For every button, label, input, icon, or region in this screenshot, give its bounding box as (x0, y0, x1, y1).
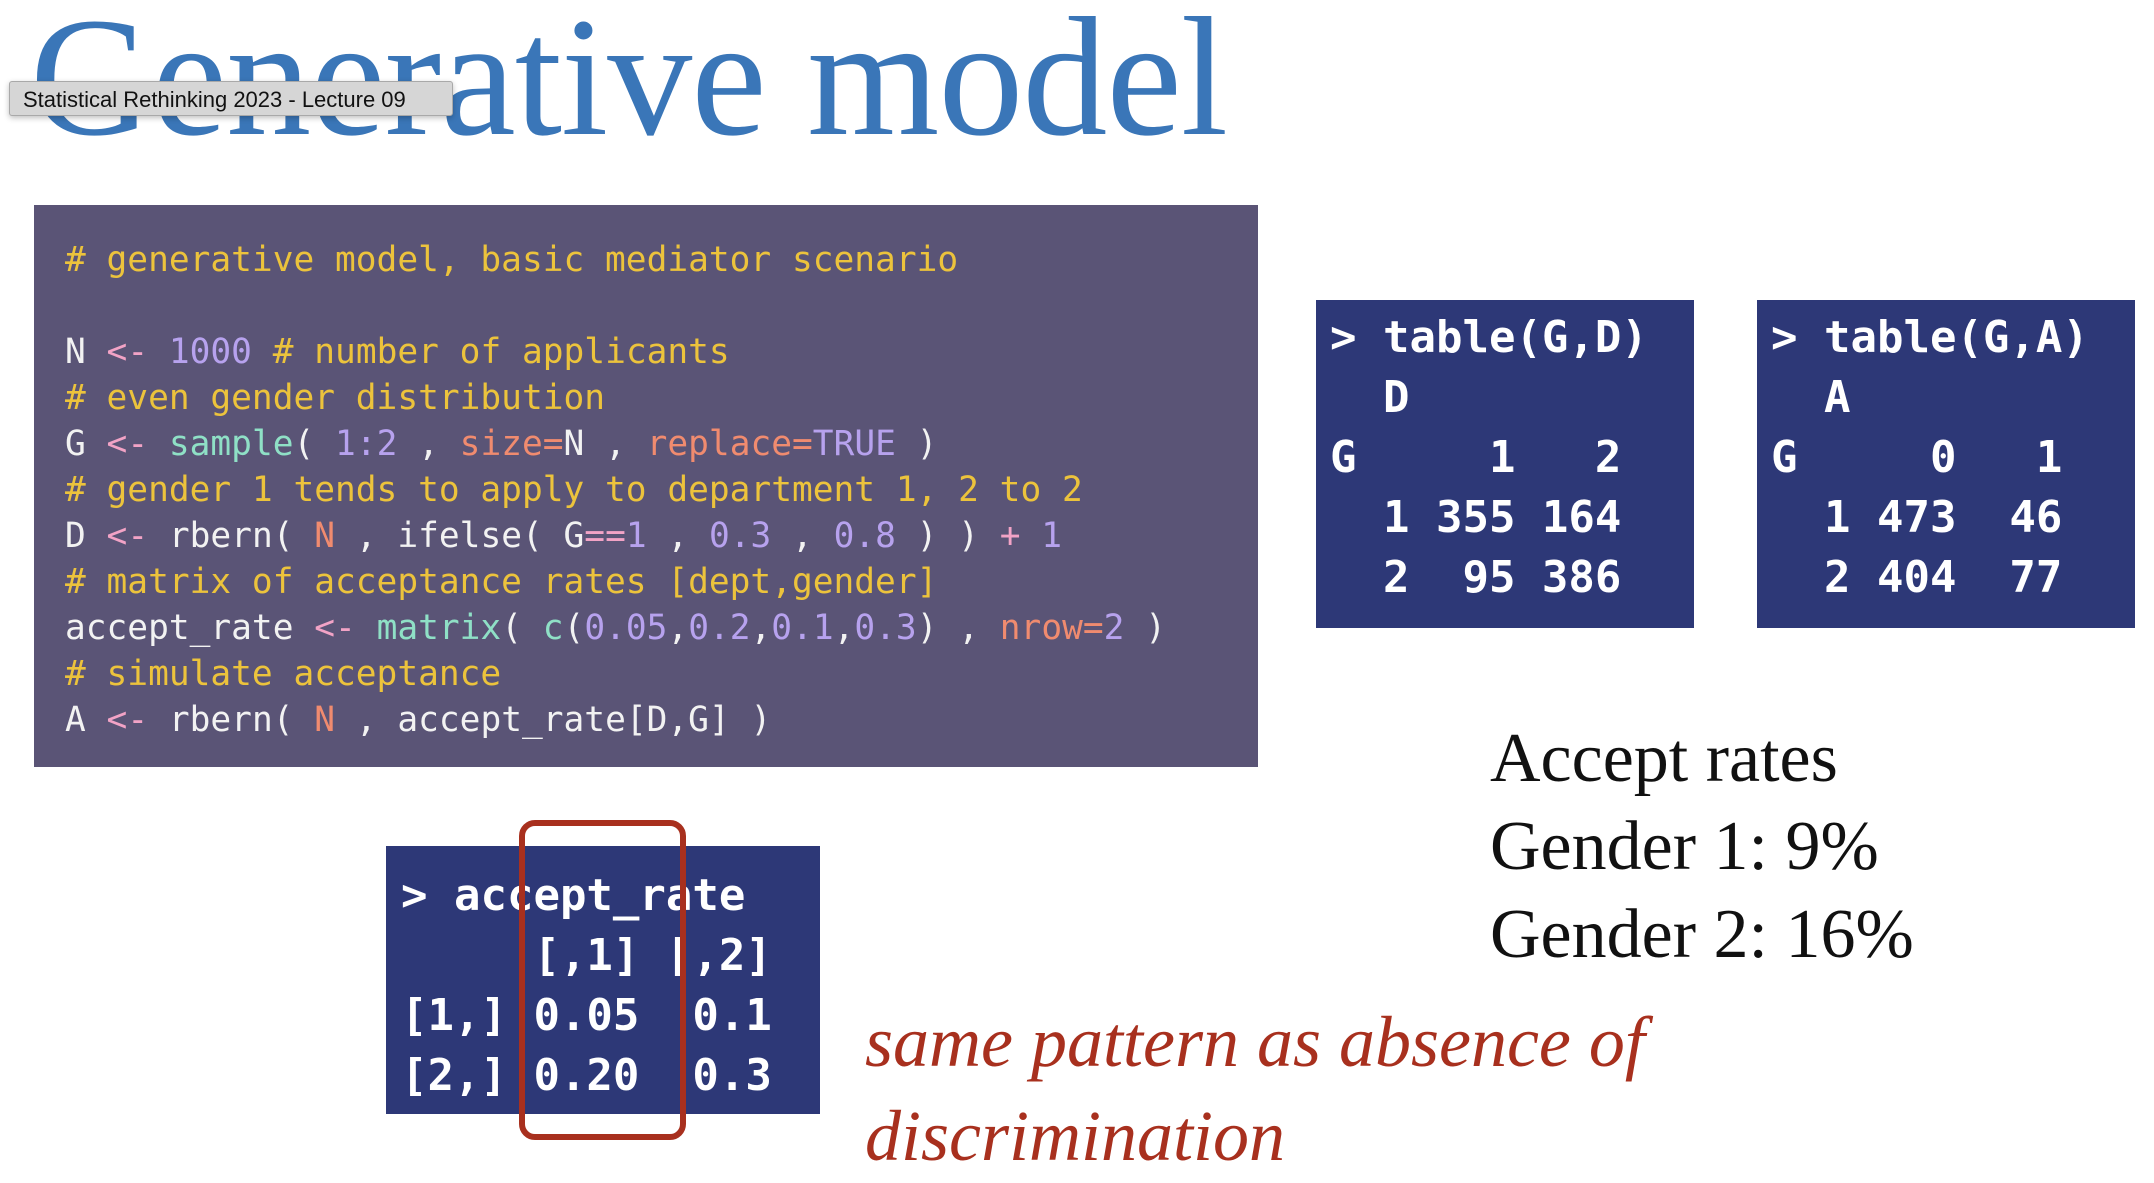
code-line-7: D <- rbern( N , ifelse( G==1 , 0.3 , 0.8… (65, 516, 1063, 556)
table-gd-output: > table(G,D) D G 1 2 1 355 164 2 95 386 (1316, 300, 1694, 628)
accept-rate-gender-2: Gender 2: 16% (1490, 896, 1914, 973)
column-highlight-box (519, 820, 686, 1140)
annotation-line-1: same pattern as absence of (865, 1002, 1645, 1082)
accept-rate-output: > accept_rate [,1] [,2] [1,] 0.05 0.1 [2… (386, 846, 820, 1114)
table-ga-output: > table(G,A) A G 0 1 1 473 46 2 404 77 (1757, 300, 2135, 628)
table-gd-line: G 1 2 (1330, 432, 1622, 483)
table-ga-line: G 0 1 (1771, 432, 2063, 483)
table-gd-line: 1 355 164 (1330, 492, 1622, 543)
table-ga-line: 2 404 77 (1771, 552, 2063, 603)
accept-rate-line: [1,] 0.05 0.1 (401, 990, 772, 1041)
code-line-blank (65, 283, 1258, 329)
table-gd-line: 2 95 386 (1330, 552, 1622, 603)
code-line-4: # even gender distribution (65, 378, 606, 418)
code-line-3: N <- 1000 # number of applicants (65, 332, 730, 372)
code-line-8: # matrix of acceptance rates [dept,gende… (65, 562, 938, 602)
accept-rates-summary: Accept rates Gender 1: 9% Gender 2: 16% (1490, 715, 1914, 979)
code-line-6: # gender 1 tends to apply to department … (65, 470, 1083, 510)
table-ga-line: 1 473 46 (1771, 492, 2063, 543)
code-line-1: # generative model, basic mediator scena… (65, 240, 959, 280)
table-ga-line: > table(G,A) (1771, 312, 2089, 363)
accept-rate-gender-1: Gender 1: 9% (1490, 808, 1879, 885)
accept-rate-line: [,1] [,2] (401, 930, 772, 981)
table-gd-line: D (1330, 372, 1410, 423)
annotation-line-2: discrimination (865, 1096, 1286, 1176)
code-line-10: # simulate acceptance (65, 654, 502, 694)
table-gd-line: > table(G,D) (1330, 312, 1648, 363)
code-line-11: A <- rbern( N , accept_rate[D,G] ) (65, 700, 772, 740)
accept-rates-heading: Accept rates (1490, 720, 1838, 797)
accept-rate-line: [2,] 0.20 0.3 (401, 1050, 772, 1101)
code-line-5: G <- sample( 1:2 , size=N , replace=TRUE… (65, 424, 938, 464)
annotation-note: same pattern as absence of discriminatio… (865, 995, 1645, 1183)
code-line-9: accept_rate <- matrix( c(0.05,0.2,0.1,0.… (65, 608, 1166, 648)
r-code-block: # generative model, basic mediator scena… (34, 205, 1258, 767)
video-title-tooltip: Statistical Rethinking 2023 - Lecture 09 (9, 81, 453, 116)
table-ga-line: A (1771, 372, 1851, 423)
accept-rate-line: > accept_rate (401, 870, 746, 921)
